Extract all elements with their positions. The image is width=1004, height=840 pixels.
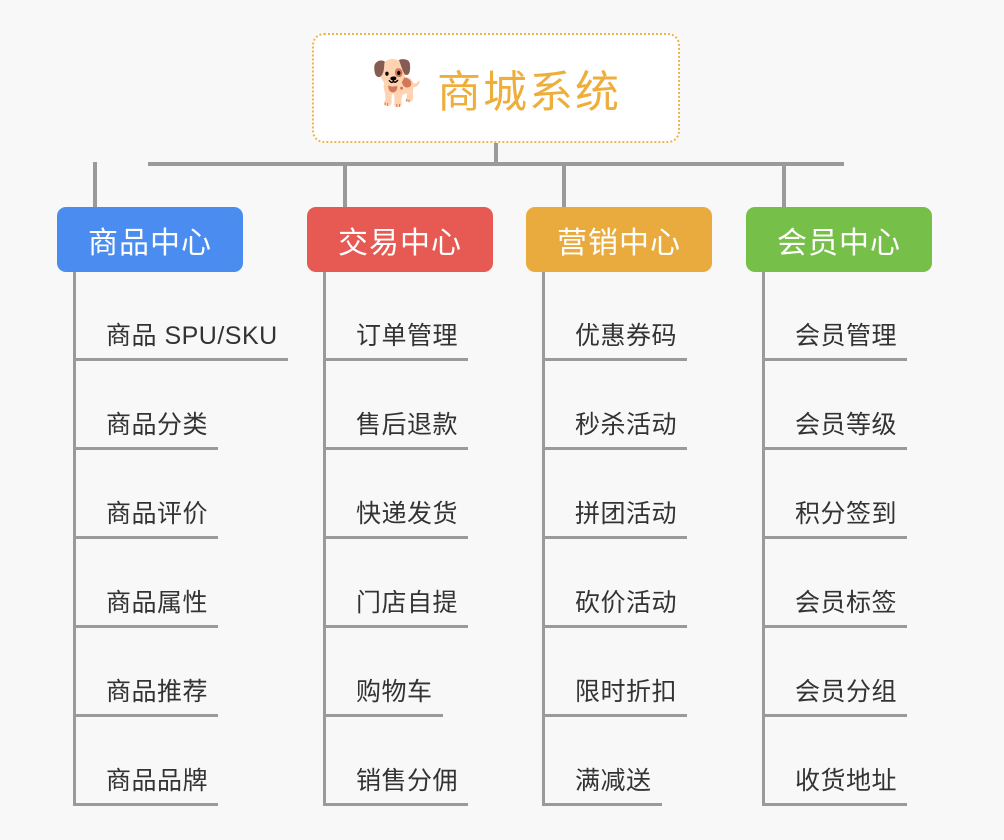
leaf-underline: 商品 SPU/SKU	[76, 316, 288, 361]
leaf-underline: 限时折扣	[545, 672, 688, 717]
leaf-item[interactable]: 会员等级	[765, 361, 908, 450]
leaf-item[interactable]: 会员标签	[765, 539, 908, 628]
leaf-item-label: 门店自提	[356, 589, 459, 617]
leaf-underline: 商品评价	[76, 494, 219, 539]
leaf-item-label: 销售分佣	[356, 767, 459, 795]
category-label: 商品中心	[88, 226, 212, 260]
category-label: 会员中心	[777, 226, 901, 260]
leaf-item-label: 售后退款	[356, 411, 459, 439]
leaf-item[interactable]: 满减送	[545, 717, 662, 806]
leaf-underline: 商品分类	[76, 405, 219, 450]
leaf-underline: 快递发货	[326, 494, 469, 539]
leaf-item-label: 商品 SPU/SKU	[106, 322, 278, 350]
shiba-dog-face-icon: 🐕	[371, 59, 426, 108]
branch-spine	[762, 272, 765, 806]
leaf-item[interactable]: 商品推荐	[76, 628, 219, 717]
leaf-item[interactable]: 商品评价	[76, 450, 219, 539]
leaf-item-label: 限时折扣	[575, 678, 678, 706]
leaf-item[interactable]: 砍价活动	[545, 539, 688, 628]
leaf-item-label: 满减送	[575, 767, 652, 795]
category-card-2[interactable]: 交易中心	[307, 207, 493, 272]
category-label: 营销中心	[557, 226, 681, 260]
leaf-item-label: 砍价活动	[575, 589, 678, 617]
leaf-item-label: 积分签到	[795, 500, 898, 528]
leaf-item-label: 优惠券码	[575, 322, 678, 350]
leaf-underline: 商品品牌	[76, 761, 219, 806]
leaf-underline: 会员管理	[765, 316, 908, 361]
leaf-item[interactable]: 订单管理	[326, 272, 469, 361]
category-card-4[interactable]: 会员中心	[746, 207, 932, 272]
leaf-item-label: 商品属性	[106, 589, 209, 617]
leaf-item[interactable]: 会员管理	[765, 272, 908, 361]
leaf-item[interactable]: 售后退款	[326, 361, 469, 450]
leaf-item[interactable]: 拼团活动	[545, 450, 688, 539]
leaf-underline: 订单管理	[326, 316, 469, 361]
leaf-underline: 会员等级	[765, 405, 908, 450]
leaf-item[interactable]: 商品属性	[76, 539, 219, 628]
leaf-underline: 收货地址	[765, 761, 908, 806]
leaf-underline: 商品属性	[76, 583, 219, 628]
leaf-underline: 销售分佣	[326, 761, 469, 806]
connector-root-stem	[494, 143, 498, 165]
connector-drop-2	[343, 162, 347, 208]
root-node-mall-system[interactable]: 🐕 商城系统	[312, 33, 680, 143]
leaf-item-label: 会员等级	[795, 411, 898, 439]
leaf-underline: 积分签到	[765, 494, 908, 539]
leaf-underline: 优惠券码	[545, 316, 688, 361]
branch-spine	[542, 272, 545, 806]
category-card-1[interactable]: 商品中心	[57, 207, 243, 272]
leaf-item[interactable]: 收货地址	[765, 717, 908, 806]
leaf-item-label: 商品推荐	[106, 678, 209, 706]
leaf-item-label: 商品分类	[106, 411, 209, 439]
leaf-underline: 秒杀活动	[545, 405, 688, 450]
leaf-item-label: 快递发货	[356, 500, 459, 528]
leaf-underline: 商品推荐	[76, 672, 219, 717]
leaf-item-label: 收货地址	[795, 767, 898, 795]
leaf-item[interactable]: 积分签到	[765, 450, 908, 539]
category-card-3[interactable]: 营销中心	[526, 207, 712, 272]
leaf-underline: 会员分组	[765, 672, 908, 717]
connector-horizontal-bus	[148, 162, 844, 166]
root-node-title: 商城系统	[437, 68, 621, 117]
leaf-item[interactable]: 限时折扣	[545, 628, 688, 717]
leaf-item-label: 购物车	[356, 678, 433, 706]
leaf-item-label: 拼团活动	[575, 500, 678, 528]
category-label: 交易中心	[338, 226, 462, 260]
leaf-item[interactable]: 门店自提	[326, 539, 469, 628]
leaf-item[interactable]: 购物车	[326, 628, 443, 717]
leaf-item-label: 会员标签	[795, 589, 898, 617]
leaf-item[interactable]: 会员分组	[765, 628, 908, 717]
connector-drop-1	[93, 162, 97, 208]
leaf-item[interactable]: 商品分类	[76, 361, 219, 450]
leaf-item[interactable]: 秒杀活动	[545, 361, 688, 450]
leaf-item-label: 订单管理	[356, 322, 459, 350]
leaf-underline: 售后退款	[326, 405, 469, 450]
leaf-item-label: 会员管理	[795, 322, 898, 350]
leaf-underline: 购物车	[326, 672, 443, 717]
branch-spine	[323, 272, 326, 806]
leaf-underline: 门店自提	[326, 583, 469, 628]
connector-drop-4	[782, 162, 786, 208]
leaf-item-label: 会员分组	[795, 678, 898, 706]
leaf-item-label: 商品品牌	[106, 767, 209, 795]
leaf-underline: 砍价活动	[545, 583, 688, 628]
leaf-item[interactable]: 优惠券码	[545, 272, 688, 361]
branch-spine	[73, 272, 76, 806]
leaf-item[interactable]: 快递发货	[326, 450, 469, 539]
leaf-item-label: 秒杀活动	[575, 411, 678, 439]
leaf-item[interactable]: 商品 SPU/SKU	[76, 272, 288, 361]
leaf-item[interactable]: 商品品牌	[76, 717, 219, 806]
leaf-underline: 拼团活动	[545, 494, 688, 539]
leaf-item[interactable]: 销售分佣	[326, 717, 469, 806]
leaf-item-label: 商品评价	[106, 500, 209, 528]
connector-drop-3	[562, 162, 566, 208]
leaf-underline: 满减送	[545, 761, 662, 806]
leaf-underline: 会员标签	[765, 583, 908, 628]
